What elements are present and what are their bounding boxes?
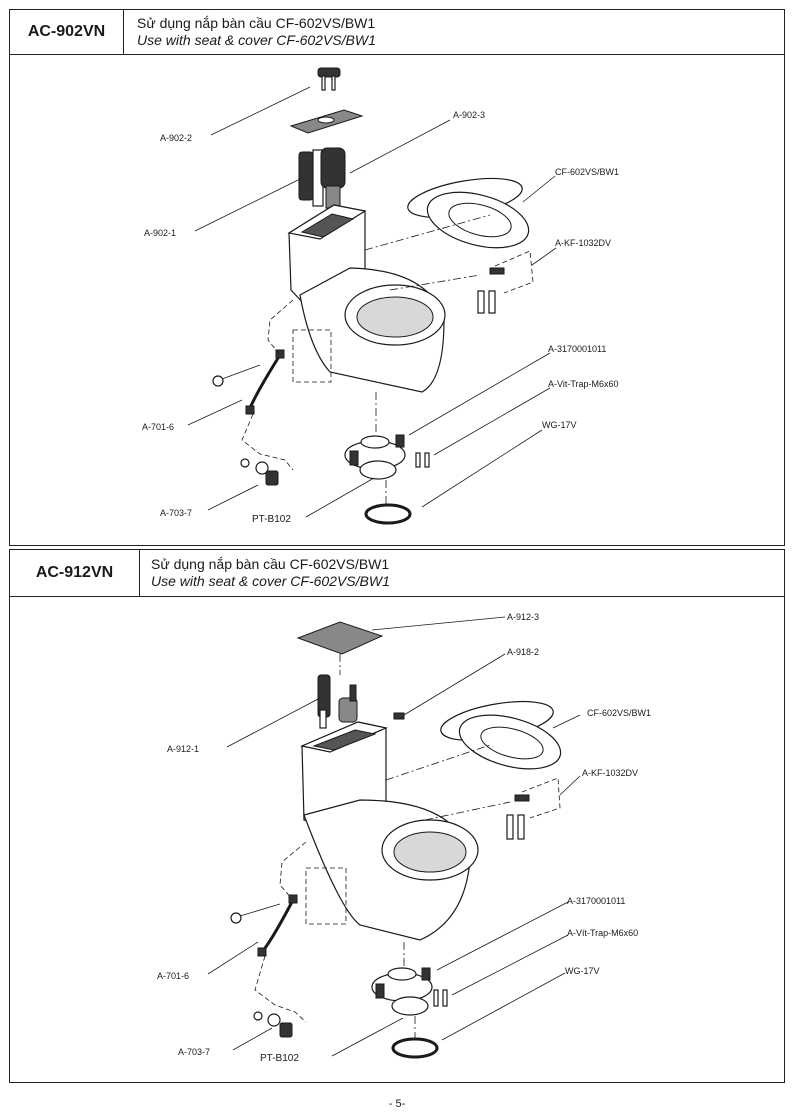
wax-ring-part <box>364 503 412 525</box>
header-en: Use with seat & cover CF-602VS/BW1 <box>151 573 390 589</box>
wax-ring-part <box>391 1037 439 1059</box>
axis-line <box>389 274 481 291</box>
label-ring: WG-17V <box>565 966 600 976</box>
label-hose: A-701-6 <box>142 422 174 432</box>
guide-line <box>267 299 294 356</box>
toilet-bowl-part <box>303 799 479 941</box>
seat-cover-part <box>440 700 562 770</box>
valve-assembly-part <box>317 674 405 729</box>
valve-assembly-part <box>298 147 346 209</box>
seat-cover-part <box>407 177 530 249</box>
label-hinge: A-KF-1032DV <box>582 768 638 778</box>
header-divider <box>10 596 784 597</box>
guide-line <box>305 867 347 925</box>
toilet-bowl-part <box>299 267 446 393</box>
header-divider <box>10 54 784 55</box>
label-flange: A-3170001011 <box>567 896 625 906</box>
header-vi: Sử dụng nắp bàn cầu CF-602VS/BW1 <box>137 15 376 31</box>
flush-button-part <box>317 67 341 91</box>
label-tank-lid: A-912-3 <box>507 612 539 622</box>
axis-line <box>424 801 511 821</box>
outlet-flange-part <box>371 967 433 1002</box>
label-ring: WG-17V <box>542 420 577 430</box>
page-number: - 5- <box>388 1098 406 1110</box>
label-flange: A-3170001011 <box>548 344 606 354</box>
angle-valve-part <box>240 458 279 486</box>
guide-line <box>254 955 307 1023</box>
header-en: Use with seat & cover CF-602VS/BW1 <box>137 32 376 48</box>
outlet-flange-part <box>344 434 406 470</box>
label-valve: A-703-7 <box>160 508 192 518</box>
label-base: PT-B102 <box>260 1053 299 1064</box>
base-plate-part <box>359 460 397 480</box>
label-screw: A-Vít-Trap-M6x60 <box>567 928 638 938</box>
exploded-diagram: A-912-3 A-918-2 A-912-1 CF-602VS/BW1 A-K… <box>157 612 651 1064</box>
base-plate-part <box>391 996 429 1016</box>
label-flush-valve: A-902-3 <box>453 110 485 120</box>
label-fill-valve: A-912-1 <box>167 744 199 754</box>
section-ac-902vn: AC-902VN Sử dụng nắp bàn cầu CF-602VS/BW… <box>9 9 785 546</box>
guide-line <box>292 329 332 383</box>
trap-screw-part <box>433 989 448 1007</box>
header-vi: Sử dụng nắp bàn cầu CF-602VS/BW1 <box>151 556 390 572</box>
label-hinge: A-KF-1032DV <box>555 238 611 248</box>
hinge-kit-part <box>506 777 561 840</box>
angle-valve-part <box>253 1011 293 1038</box>
trap-screw-part <box>415 452 430 468</box>
hose-part <box>230 894 298 957</box>
label-seat: CF-602VS/BW1 <box>587 708 651 718</box>
hose-part <box>212 349 285 415</box>
label-flush-valve: A-918-2 <box>507 647 539 657</box>
label-button: A-902-2 <box>160 133 192 143</box>
guide-line <box>241 413 294 471</box>
label-seat: CF-602VS/BW1 <box>555 167 619 177</box>
label-fill-valve: A-902-1 <box>144 228 176 238</box>
label-base: PT-B102 <box>252 514 291 525</box>
axis-line <box>364 214 491 251</box>
label-valve: A-703-7 <box>178 1047 210 1057</box>
tank-cover-part <box>289 109 364 134</box>
label-hose: A-701-6 <box>157 971 189 981</box>
exploded-diagram: A-902-2 A-902-3 A-902-1 CF-602VS/BW1 A-K… <box>142 67 619 525</box>
hinge-kit-part <box>477 250 534 314</box>
section-ac-912vn: AC-912VN Sử dụng nắp bàn cầu CF-602VS/BW… <box>9 549 785 1083</box>
axis-line <box>385 744 491 781</box>
guide-line <box>279 841 307 901</box>
label-screw: A-Vit-Trap-M6x60 <box>548 379 619 389</box>
tank-lid-part <box>296 621 384 655</box>
